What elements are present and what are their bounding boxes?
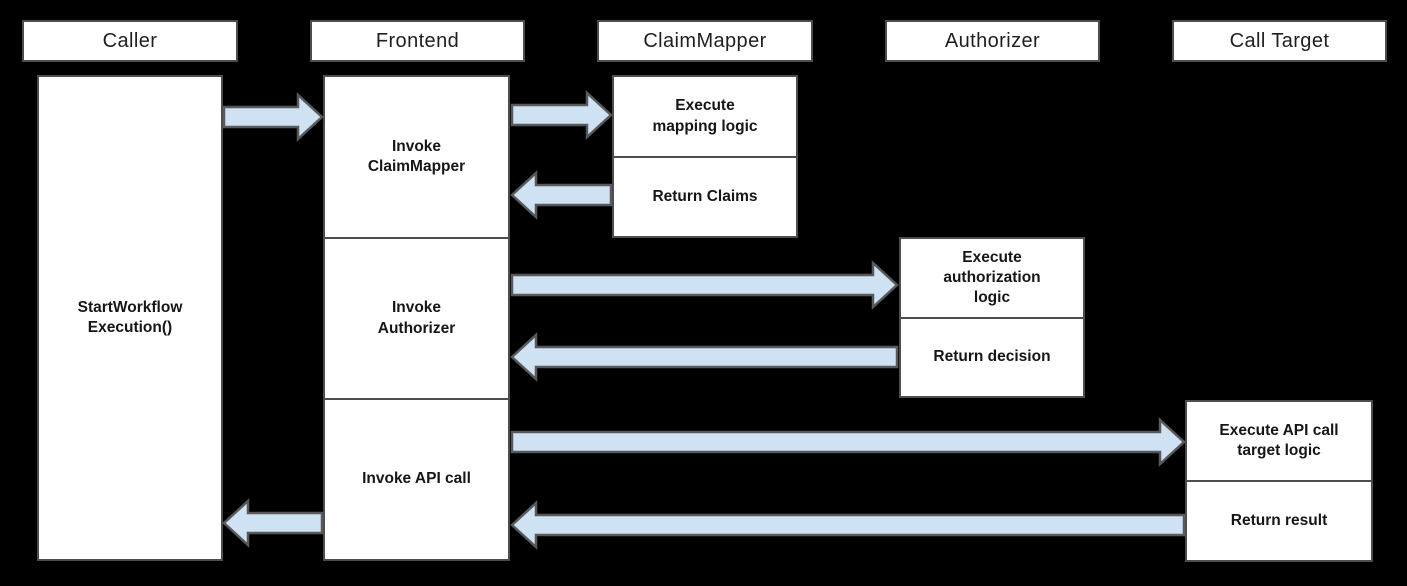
box-invoke-api-call: Invoke API call bbox=[325, 398, 508, 559]
box-start-workflow-execution: StartWorkflow Execution() bbox=[37, 75, 223, 561]
arrow-frontend-to-authorizer bbox=[510, 260, 899, 310]
box-invoke-claimmapper: Invoke ClaimMapper bbox=[325, 77, 508, 237]
box-label: Execute API call target logic bbox=[1219, 421, 1339, 459]
lane-header-caller: Caller bbox=[22, 20, 238, 62]
arrow-caller-to-frontend bbox=[222, 92, 324, 142]
box-return-decision: Return decision bbox=[901, 317, 1083, 396]
box-return-result: Return result bbox=[1187, 480, 1371, 560]
lane-header-authorizer: Authorizer bbox=[885, 20, 1100, 62]
call-target-activation-column: Execute API call target logic Return res… bbox=[1185, 400, 1373, 562]
lane-header-frontend: Frontend bbox=[310, 20, 525, 62]
box-label: Invoke ClaimMapper bbox=[367, 137, 466, 175]
lane-header-claimmapper: ClaimMapper bbox=[597, 20, 813, 62]
box-label: Return Claims bbox=[652, 187, 758, 205]
arrow-authorizer-to-frontend bbox=[510, 332, 899, 382]
box-label: Return result bbox=[1230, 511, 1328, 529]
lane-header-call-target: Call Target bbox=[1172, 20, 1387, 62]
box-label: StartWorkflow Execution() bbox=[77, 298, 183, 336]
box-label: Execute mapping logic bbox=[652, 97, 758, 135]
frontend-activation-column: Invoke ClaimMapper Invoke Authorizer Inv… bbox=[323, 75, 510, 561]
box-label: Execute authorization logic bbox=[943, 248, 1041, 307]
box-label: Invoke Authorizer bbox=[377, 299, 456, 337]
box-invoke-authorizer: Invoke Authorizer bbox=[325, 237, 508, 398]
box-execute-authorization-logic: Execute authorization logic bbox=[901, 239, 1083, 317]
arrow-call-target-to-frontend bbox=[510, 500, 1186, 550]
arrow-claimmapper-to-frontend bbox=[510, 170, 613, 220]
arrow-frontend-to-claimmapper bbox=[510, 90, 613, 140]
box-label: Invoke API call bbox=[362, 470, 471, 488]
arrow-frontend-to-caller bbox=[222, 498, 324, 548]
authorizer-activation-column: Execute authorization logic Return decis… bbox=[899, 237, 1085, 398]
box-execute-mapping-logic: Execute mapping logic bbox=[614, 77, 796, 156]
arrow-frontend-to-call-target bbox=[510, 417, 1186, 467]
claimmapper-activation-column: Execute mapping logic Return Claims bbox=[612, 75, 798, 238]
box-label: Return decision bbox=[933, 348, 1051, 366]
box-return-claims: Return Claims bbox=[614, 156, 796, 236]
box-execute-api-call-target-logic: Execute API call target logic bbox=[1187, 402, 1371, 480]
